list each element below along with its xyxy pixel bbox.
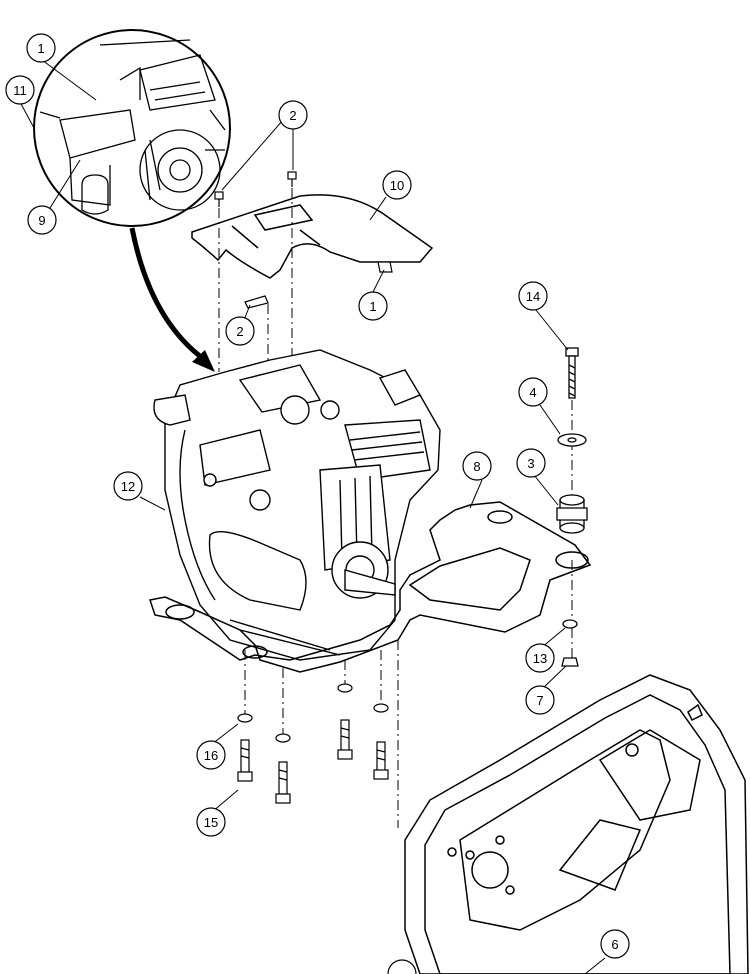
callout-label: 1 [369, 299, 376, 314]
callout-label: 10 [390, 178, 404, 193]
cover-screws [214, 171, 393, 309]
callout-7: 7 [525, 685, 555, 715]
callout-11: 11 [5, 75, 35, 105]
belt-housing [404, 674, 749, 974]
callout-label: 9 [38, 213, 45, 228]
callout-label: 16 [204, 748, 218, 763]
callout-label: 14 [526, 289, 540, 304]
callout-label: 15 [204, 815, 218, 830]
callout-label: 13 [533, 651, 547, 666]
callout-2-top: 2 [278, 100, 308, 130]
callout-6: 6 [600, 929, 630, 959]
isolator-hardware [556, 347, 588, 667]
callout-label: 2 [289, 108, 296, 123]
partial-callout [387, 959, 417, 974]
callout-2-side: 2 [225, 316, 255, 346]
leader-lines [19, 59, 606, 974]
engine-cover [191, 194, 434, 279]
bottom-bolts [237, 683, 389, 804]
detail-inset [33, 29, 231, 227]
callout-label: 6 [611, 937, 618, 952]
callout-14: 14 [518, 281, 548, 311]
detail-arrow [129, 227, 215, 372]
callout-12: 12 [113, 471, 143, 501]
callout-label: 12 [121, 479, 135, 494]
callout-8: 8 [462, 451, 492, 481]
callout-label: 11 [13, 83, 27, 98]
callout-label: 1 [37, 41, 44, 56]
callout-10: 10 [382, 170, 412, 200]
callout-1-top: 1 [26, 33, 56, 63]
callout-1-cover: 1 [358, 291, 388, 321]
engine-block [153, 349, 441, 661]
callout-3: 3 [516, 448, 546, 478]
callout-label: 3 [527, 456, 534, 471]
callout-15: 15 [196, 807, 226, 837]
callout-9: 9 [27, 205, 57, 235]
callout-label: 7 [536, 693, 543, 708]
callout-4: 4 [518, 377, 548, 407]
callout-label: 4 [529, 385, 536, 400]
callout-16: 16 [196, 740, 226, 770]
mounting-plate [149, 501, 592, 673]
callout-13: 13 [525, 643, 555, 673]
callout-label: 8 [473, 459, 480, 474]
callout-label: 2 [236, 324, 243, 339]
